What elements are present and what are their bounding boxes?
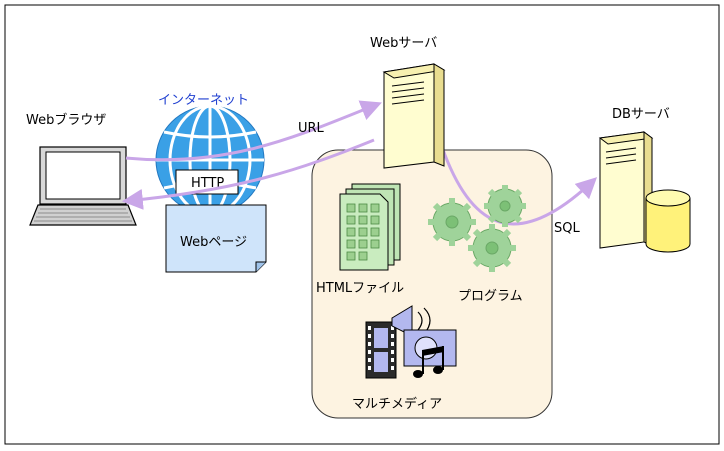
url-request-arrow	[125, 100, 382, 162]
web-page-label: Webページ	[180, 235, 247, 250]
web-server-label: Webサーバ	[370, 36, 437, 51]
web-page-icon	[165, 204, 267, 273]
gears-icon	[428, 185, 526, 272]
http-response-arrow	[121, 138, 375, 210]
html-file-label: HTMLファイル	[316, 281, 404, 296]
sql-label: SQL	[554, 221, 580, 236]
multimedia-label: マルチメディア	[352, 396, 442, 412]
program-label: プログラム	[458, 289, 523, 304]
url-label: URL	[298, 121, 325, 136]
laptop-icon	[29, 146, 137, 226]
web-server-icon	[382, 63, 446, 169]
db-server-label: DBサーバ	[612, 107, 670, 122]
multimedia-icon	[365, 305, 457, 379]
html-file-icon	[339, 183, 401, 271]
database-cylinder-icon	[645, 189, 691, 253]
internet-label: インターネット	[158, 93, 249, 108]
db-server-icon	[598, 131, 654, 249]
web-browser-label: Webブラウザ	[26, 112, 106, 128]
